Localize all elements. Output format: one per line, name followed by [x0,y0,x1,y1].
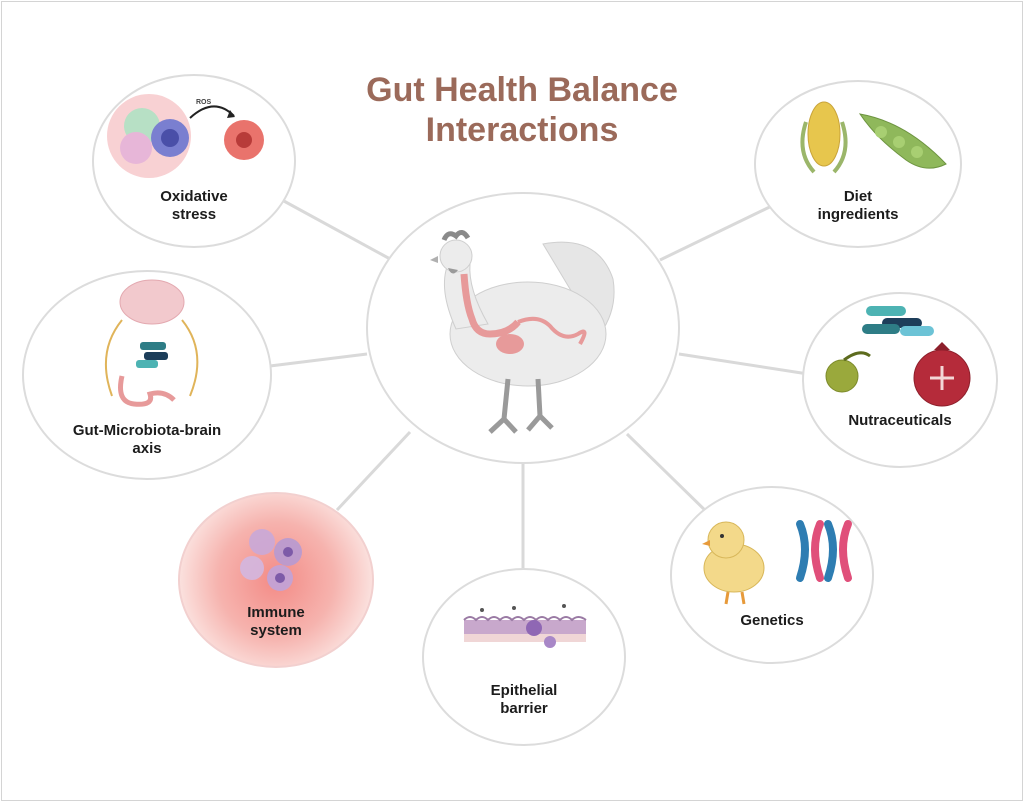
node-nutraceuticals: Nutraceuticals [802,292,998,468]
ros-annotation: ROS [196,99,212,106]
node-immune-system-label: Immune system [247,604,305,639]
connector-immune [335,430,412,512]
node-epithelial-barrier: Epithelial barrier [422,568,626,746]
chick-chromosome-icon [702,520,852,605]
node-oxidative-stress-label: Oxidative stress [160,188,228,223]
title-line-2: Interactions [425,111,619,149]
node-gut-microbiota-brain-axis-label: Gut-Microbiota-brain axis [72,422,222,457]
ros-cells-icon: ROS [107,94,264,178]
node-immune-system: Immune system [178,492,374,668]
node-gut-microbiota-brain-axis: Gut-Microbiota-brain axis [22,270,272,480]
node-genetics: Genetics [670,486,874,664]
connector-oxidative [281,198,393,262]
connector-brain-axis [269,352,368,368]
node-nutraceuticals-label: Nutraceuticals [848,412,952,429]
center-hub-node [366,192,680,464]
capsules-fruit-icon [825,306,971,407]
node-genetics-label: Genetics [740,612,804,629]
epithelium-icon [463,604,587,648]
brain-gut-loop-icon [104,279,199,407]
node-oxidative-stress: ROS Oxidative stress [92,74,296,248]
node-diet-ingredients-label: Diet ingredients [817,188,899,223]
connector-nutraceuticals [678,352,809,376]
connector-genetics [625,432,714,519]
diagram-title: Gut Health Balance Interactions [292,70,752,150]
node-epithelial-barrier-label: Epithelial barrier [490,682,558,717]
connector-diet [659,200,781,262]
chicken-gut-icon [430,230,615,434]
corn-peas-icon [800,101,947,174]
title-line-1: Gut Health Balance [366,71,678,109]
node-diet-ingredients: Diet ingredients [754,80,962,248]
immune-cells-icon [240,529,302,591]
